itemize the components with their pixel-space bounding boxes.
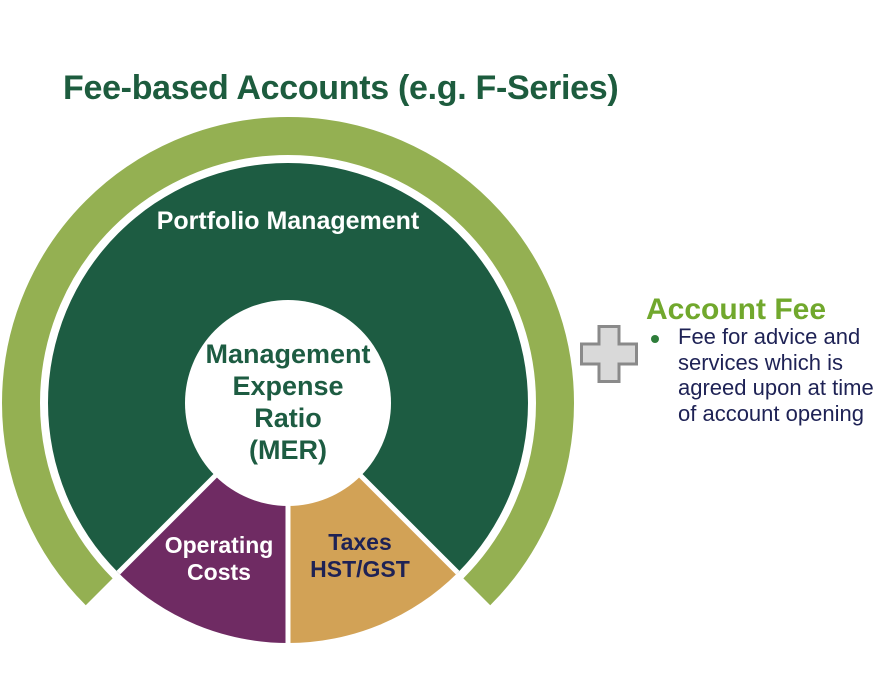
page-title: Fee-based Accounts (e.g. F-Series) [63, 69, 619, 107]
outer-ring-arc [2, 117, 574, 606]
plus-icon [580, 325, 638, 383]
donut-center-circle [185, 300, 391, 506]
account-fee-heading: Account Fee [646, 293, 827, 326]
donut-center-label-mer: Management Expense Ratio (MER) [205, 339, 371, 465]
segment-label-taxes: Taxes HST/GST [310, 529, 410, 582]
account-fee-bullet-text: Fee for advice and services which is agr… [678, 324, 874, 426]
segment-label-operating-costs: Operating Costs [164, 532, 274, 585]
bullet-dot [651, 335, 659, 343]
segment-label-portfolio-management: Portfolio Management [156, 207, 420, 235]
